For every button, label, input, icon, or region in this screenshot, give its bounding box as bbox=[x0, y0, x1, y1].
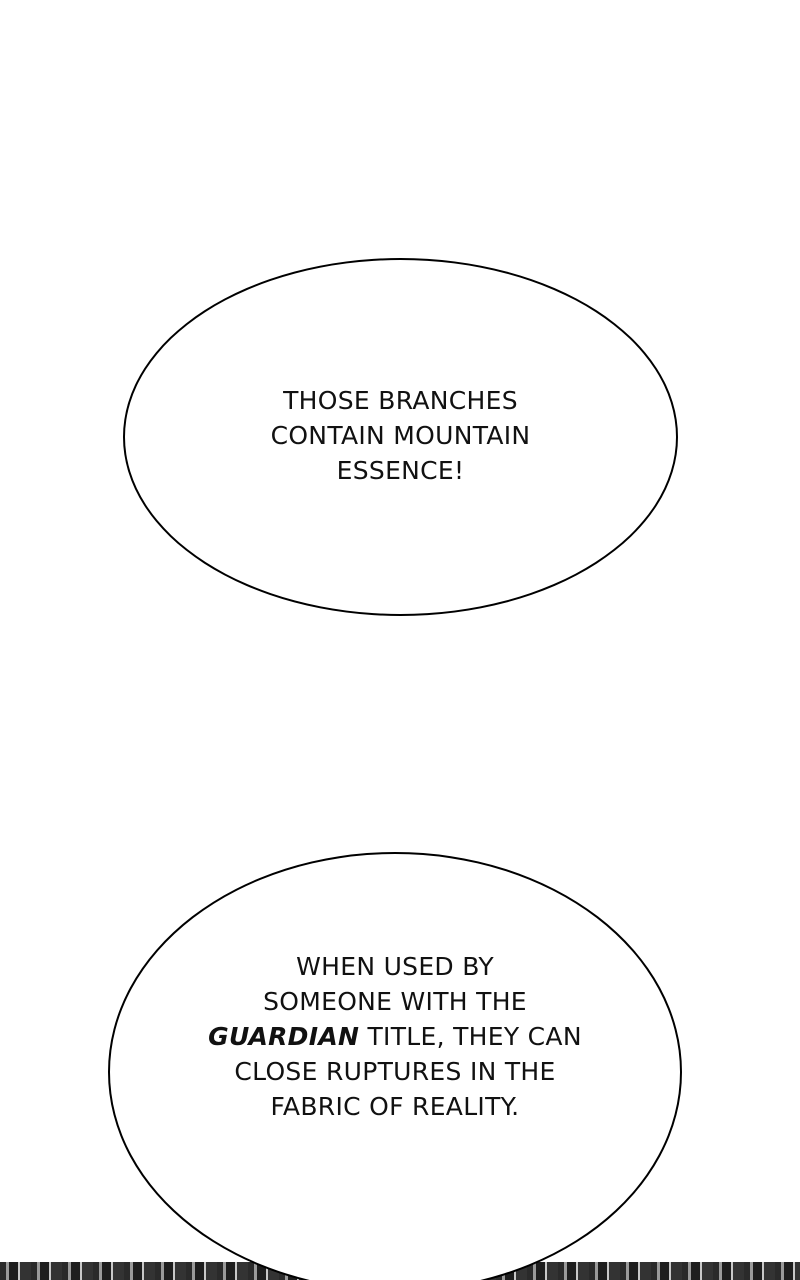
speech-bubble-2: WHEN USED BY SOMEONE WITH THE GUARDIAN T… bbox=[108, 852, 682, 1280]
speech-bubble-1-text: THOSE BRANCHES CONTAIN MOUNTAIN ESSENCE! bbox=[271, 383, 531, 488]
speech-line: FABRIC OF REALITY. bbox=[270, 1091, 520, 1121]
speech-line: THOSE BRANCHES bbox=[283, 385, 518, 415]
speech-line: WHEN USED BY bbox=[296, 951, 494, 981]
speech-bubble-1: THOSE BRANCHES CONTAIN MOUNTAIN ESSENCE! bbox=[123, 258, 678, 616]
speech-line-rest: TITLE, THEY CAN bbox=[359, 1021, 582, 1051]
emphasized-word: GUARDIAN bbox=[208, 1021, 360, 1051]
speech-line: ESSENCE! bbox=[336, 455, 465, 485]
speech-line: CLOSE RUPTURES IN THE bbox=[234, 1056, 556, 1086]
speech-line: SOMEONE WITH THE bbox=[263, 986, 527, 1016]
speech-bubble-2-text: WHEN USED BY SOMEONE WITH THE GUARDIAN T… bbox=[208, 949, 582, 1124]
speech-line-with-emphasis: GUARDIAN TITLE, THEY CAN bbox=[208, 1019, 582, 1054]
speech-line: CONTAIN MOUNTAIN bbox=[270, 420, 531, 450]
